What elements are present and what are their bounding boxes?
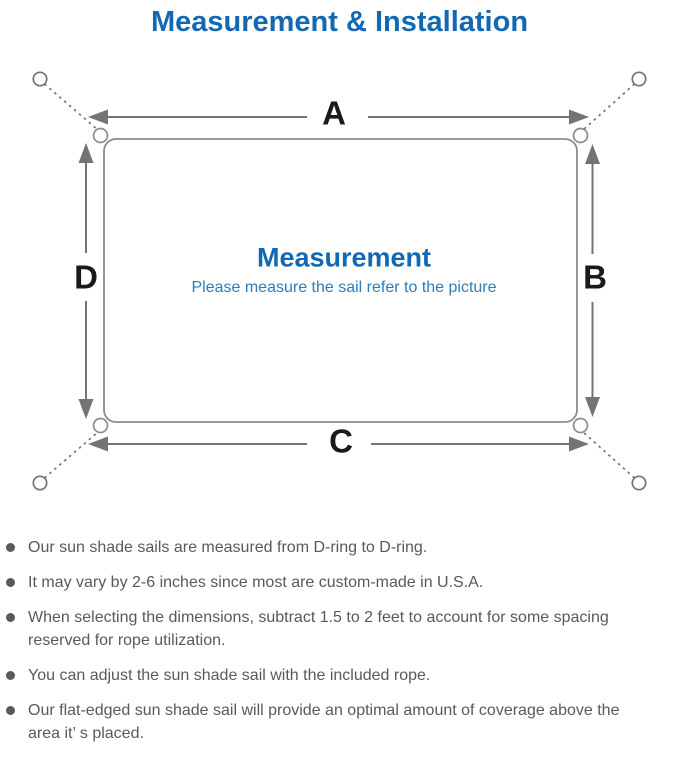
dimension-label-a: A	[322, 94, 346, 132]
sail-measurement-diagram: A B C D Measurement Please measure the s…	[0, 60, 679, 515]
bullet-icon	[6, 613, 15, 622]
arrow-head-right-icon	[569, 436, 589, 452]
anchor-ring-bottom-left	[32, 475, 48, 491]
measurement-installation-figure: Measurement & Installation	[0, 6, 679, 742]
diagram-center-title: Measurement	[256, 242, 432, 273]
note-text: It may vary by 2-6 inches since most are…	[28, 574, 484, 591]
tether-line-bottom-right	[582, 431, 636, 479]
arrow-head-right-icon	[569, 109, 589, 125]
diagram-canvas	[32, 71, 647, 491]
dimension-arrow-a	[88, 109, 589, 125]
notes-list: Our sun shade sails are measured from D-…	[6, 536, 673, 757]
dimension-label-d: D	[74, 258, 98, 296]
bullet-icon	[6, 706, 15, 715]
tether-line-top-right	[582, 83, 636, 131]
d-ring-top-left	[92, 127, 109, 144]
dimension-arrow-c	[88, 436, 589, 452]
list-item: Our sun shade sails are measured from D-…	[6, 536, 673, 559]
tether-line-top-left	[43, 83, 99, 131]
arrow-head-left-icon	[88, 436, 108, 452]
page-title: Measurement & Installation	[150, 6, 529, 38]
list-item: Our flat-edged sun shade sail will provi…	[6, 699, 673, 745]
arrow-head-down-icon	[585, 397, 600, 417]
note-text: When selecting the dimensions, subtract …	[28, 609, 609, 649]
diagram-center-subtitle: Please measure the sail refer to the pic…	[191, 279, 497, 296]
note-text: You can adjust the sun shade sail with t…	[28, 667, 431, 684]
list-item: When selecting the dimensions, subtract …	[6, 606, 673, 652]
d-ring-bottom-left	[92, 417, 109, 434]
d-ring-top-right	[572, 127, 589, 144]
bullet-icon	[6, 671, 15, 680]
bullet-icon	[6, 543, 15, 552]
arrow-head-up-icon	[78, 143, 94, 163]
dimension-label-c: C	[329, 422, 353, 460]
list-item: It may vary by 2-6 inches since most are…	[6, 571, 673, 594]
arrow-head-up-icon	[585, 144, 600, 164]
list-item: You can adjust the sun shade sail with t…	[6, 664, 673, 687]
sail-outline	[103, 138, 578, 423]
note-text: Our flat-edged sun shade sail will provi…	[28, 702, 620, 742]
note-text: Our sun shade sails are measured from D-…	[28, 539, 428, 556]
d-ring-bottom-right	[572, 417, 589, 434]
anchor-ring-top-left	[32, 71, 48, 87]
anchor-ring-bottom-right	[631, 475, 647, 491]
arrow-head-down-icon	[78, 399, 94, 419]
anchor-ring-top-right	[631, 71, 647, 87]
tether-line-bottom-left	[43, 431, 99, 479]
bullet-icon	[6, 578, 15, 587]
dimension-arrow-d	[78, 143, 94, 419]
dimension-label-b: B	[583, 258, 607, 296]
arrow-head-left-icon	[88, 109, 108, 125]
dimension-arrow-b	[585, 144, 600, 417]
